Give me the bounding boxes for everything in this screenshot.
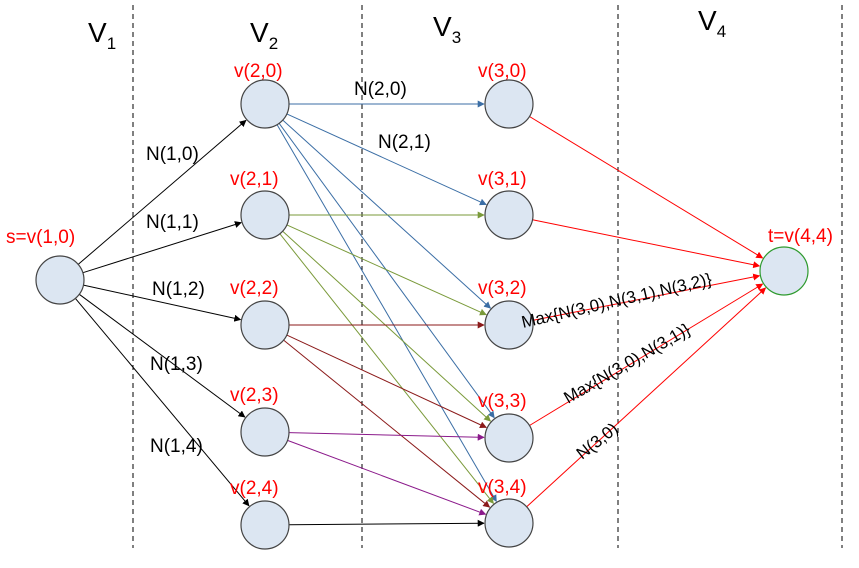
node-label-v3-2: v(3,2) [478,278,527,299]
node-v2-3 [240,407,290,457]
layer-subscript: 3 [452,28,461,47]
node-label-v2-3: v(2,3) [230,385,279,406]
node-labels: s=v(1,0) v(2,0) v(2,1) v(2,2) v(2,3) v(2… [6,61,833,499]
node-label-t: t=v(4,4) [768,226,833,247]
node-label-v3-4: v(3,4) [478,477,527,498]
node-v2-4 [240,500,290,550]
layer-header-v1: V1 [88,17,116,53]
node-s [35,255,85,305]
edge-label-n30: N(3,0) [573,419,622,463]
node-label-v2-2: v(2,2) [230,278,279,299]
node-label-v2-0: v(2,0) [234,61,283,82]
edge-label-n11: N(1,1) [146,212,199,233]
edge-v32-to-t [532,273,761,321]
edge-s-to-v24 [75,298,250,507]
node-v3-4 [484,498,534,548]
layer-subscript: 4 [717,22,726,41]
edge-v23-to-v34 [287,439,487,516]
node-v3-1 [484,190,534,240]
edge-s-to-v23 [79,293,246,418]
edge-v31-to-t [532,219,761,269]
edge-label-n10: N(1,0) [146,144,199,165]
layer-subscript: 2 [269,34,278,53]
layer-headers: V1 V2 V3 V4 [88,5,726,53]
node-t [759,246,809,296]
edge-v20-to-v32 [282,119,492,309]
node-v3-0 [484,79,534,129]
nodes [35,79,809,550]
edge-v33-to-t [529,283,764,426]
edge-label-n13: N(1,3) [150,354,203,375]
layer-subscript: 1 [107,34,116,53]
edge-s-to-v20 [77,119,247,265]
edge-label-max31: Max{N(3,0),N(3,1)} [561,320,694,408]
edge-label-n14: N(1,4) [150,436,203,457]
node-label-v3-0: v(3,0) [478,61,527,82]
layer-header-v4: V4 [698,5,726,41]
layer-header-v3: V3 [433,11,461,47]
layer-letter: V [433,11,452,42]
edge-v21-to-v32 [286,224,487,316]
node-v3-2 [484,300,534,350]
node-v3-3 [484,413,534,463]
edge-v20-to-v31 [286,113,487,206]
edge-v20-to-v34 [276,124,497,503]
layer-header-v2: V2 [250,17,278,53]
edge-v30-to-t [529,116,764,259]
node-label-v2-1: v(2,1) [230,169,279,190]
node-v2-0 [240,79,290,129]
node-v2-1 [240,190,290,240]
node-label-s: s=v(1,0) [6,227,75,248]
edge-v21-to-v34 [279,233,494,504]
edge-s-to-v21 [82,221,242,274]
edge-v20-to-v33 [278,123,495,419]
edge-v34-to-t [526,287,767,508]
edge-v22-to-v33 [286,334,487,429]
edge-v21-to-v33 [282,230,492,422]
edge-label-n12: N(1,2) [152,279,205,300]
edge-s-to-v22 [83,284,242,322]
layer-letter: V [698,5,717,36]
edge-label-n21: N(2,1) [378,132,431,153]
layer-letter: V [88,17,107,48]
node-v2-2 [240,300,290,350]
layer-letter: V [250,17,269,48]
edge-v22-to-v34 [283,339,491,508]
edges [75,100,767,527]
edge-v24-to-v34 [288,519,485,527]
edge-label-n20: N(2,0) [354,79,407,100]
layer-dividers [132,5,843,548]
node-label-v3-1: v(3,1) [478,169,527,190]
node-label-v2-4: v(2,4) [230,478,279,499]
edge-v23-to-v33 [288,432,485,441]
node-label-v3-3: v(3,3) [478,391,527,412]
